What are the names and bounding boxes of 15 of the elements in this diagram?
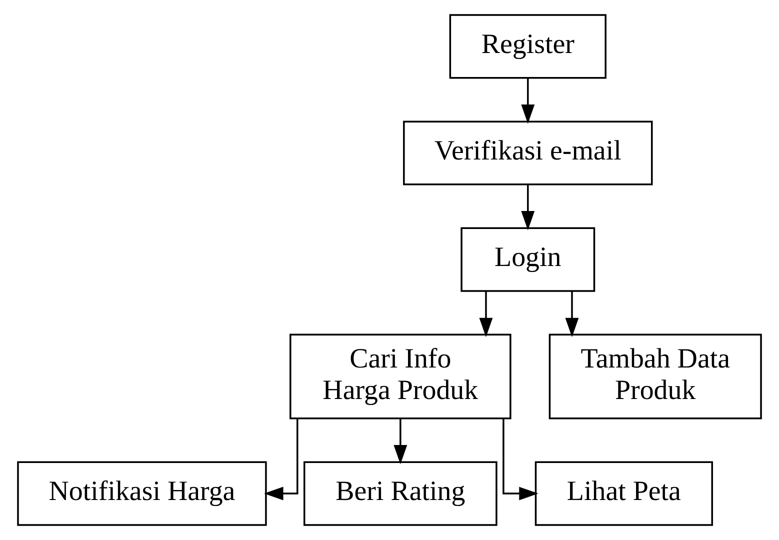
node-box: Cari Info Harga Produk <box>290 334 512 420</box>
arrow <box>479 292 493 338</box>
arrow <box>521 184 535 230</box>
node-box: Verifikasi e-mail <box>403 120 653 186</box>
node-box: Tambah Data Produk <box>548 334 762 420</box>
arrow <box>521 78 535 124</box>
node-box: Lihat Peta <box>534 461 713 526</box>
node-box: Beri Rating <box>304 461 498 526</box>
arrow <box>565 292 579 338</box>
node-box: Register <box>449 14 606 79</box>
node-box: Notifikasi Harga <box>17 461 267 526</box>
arrow <box>394 418 408 464</box>
arrow <box>264 418 298 500</box>
arrow <box>502 418 538 500</box>
node-box: Login <box>460 227 596 292</box>
